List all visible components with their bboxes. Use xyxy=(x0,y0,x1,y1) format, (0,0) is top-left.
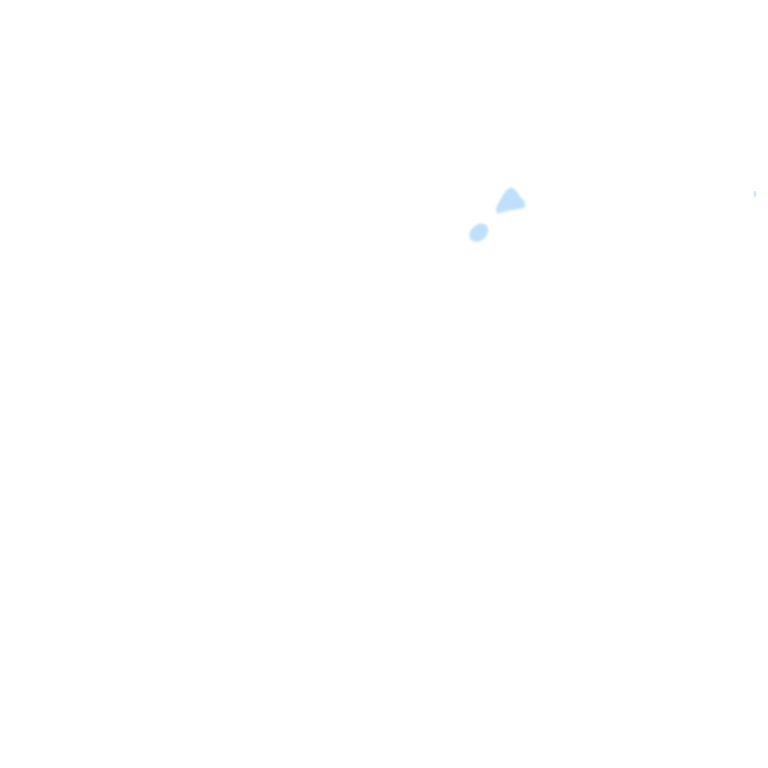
light-blue-speck-icon xyxy=(753,190,757,198)
light-blue-blob-icon xyxy=(496,187,526,214)
light-blue-blob-icon xyxy=(469,223,489,242)
